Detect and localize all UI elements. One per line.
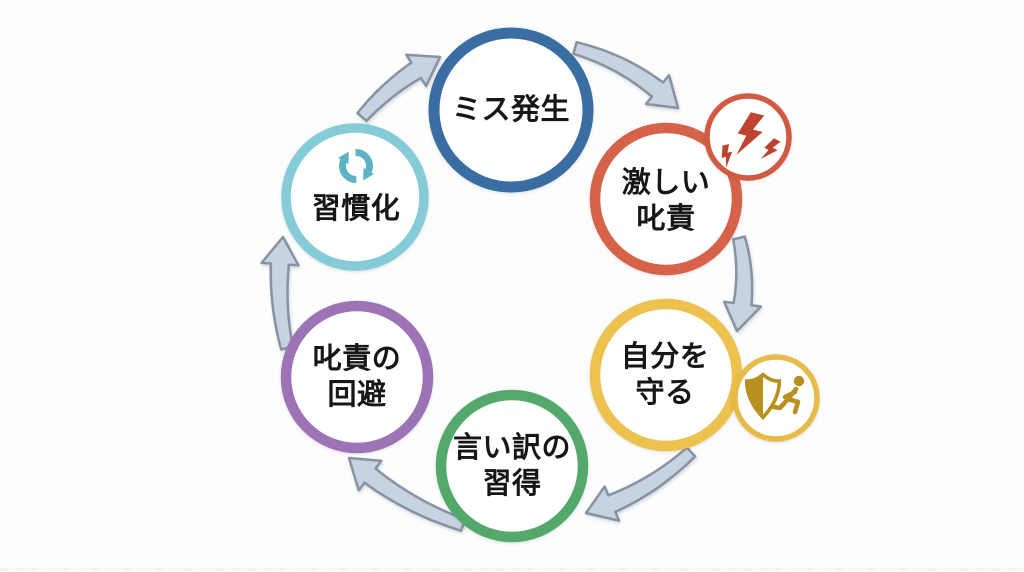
arrow-excuse-to-avoid bbox=[347, 456, 467, 532]
node-label-habituation: 習慣化 bbox=[311, 193, 401, 226]
arrow-protect-to-excuse bbox=[584, 446, 697, 522]
node-circle-harsh-scolding bbox=[589, 122, 743, 276]
node-label-protect-self: 自分を守る bbox=[620, 341, 710, 409]
bottom-edge-artifact bbox=[0, 568, 1024, 571]
lightning-badge bbox=[704, 93, 792, 181]
node-label-mistake: ミス発生 bbox=[451, 94, 571, 127]
arrow-mistake-to-scolding bbox=[572, 40, 680, 110]
node-circle-protect-self bbox=[589, 298, 743, 452]
arrow-habit-to-mistake bbox=[356, 53, 442, 123]
arrow-scolding-to-protect bbox=[722, 235, 763, 333]
node-label-harsh-scolding: 激しい叱責 bbox=[621, 167, 711, 235]
node-circle-mistake bbox=[428, 27, 594, 193]
node-label-learn-excuses: 言い訳の習得 bbox=[452, 432, 572, 500]
refresh-cycle-icon bbox=[338, 149, 374, 183]
node-circle-avoid-scolding bbox=[280, 300, 434, 454]
arrow-avoid-to-habit bbox=[260, 235, 300, 351]
node-circle-learn-excuses bbox=[435, 389, 589, 543]
shield-person-icon bbox=[744, 372, 805, 421]
node-circle-habituation bbox=[281, 123, 429, 271]
shield-badge bbox=[732, 354, 820, 442]
node-label-avoid-scolding: 叱責の回避 bbox=[312, 343, 402, 411]
